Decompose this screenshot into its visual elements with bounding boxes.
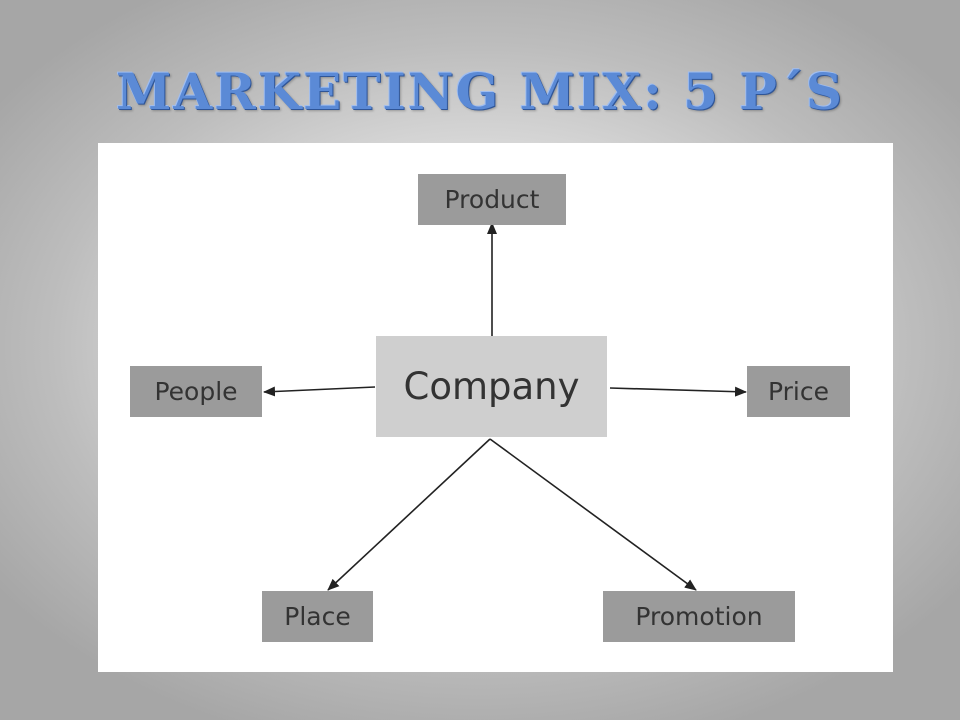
arrow-to-price	[609, 386, 747, 397]
node-people-label: People	[154, 377, 238, 406]
diagram-panel: Product People Company Price Place Promo…	[98, 143, 893, 672]
node-product-label: Product	[444, 185, 540, 214]
node-promotion: Promotion	[603, 591, 795, 642]
node-people: People	[130, 366, 262, 417]
node-place-label: Place	[284, 602, 351, 631]
slide-title: Marketing Mix: 5 P´s	[116, 62, 844, 121]
node-price-label: Price	[768, 377, 829, 406]
arrow-to-people	[263, 386, 376, 397]
node-company: Company	[376, 336, 607, 437]
connector-arrows	[263, 222, 747, 591]
arrow-to-place	[327, 438, 491, 591]
node-promotion-label: Promotion	[635, 602, 763, 631]
node-place: Place	[262, 591, 373, 642]
node-price: Price	[747, 366, 850, 417]
node-product: Product	[418, 174, 566, 225]
arrow-to-promotion	[489, 438, 697, 591]
node-company-label: Company	[403, 365, 580, 408]
